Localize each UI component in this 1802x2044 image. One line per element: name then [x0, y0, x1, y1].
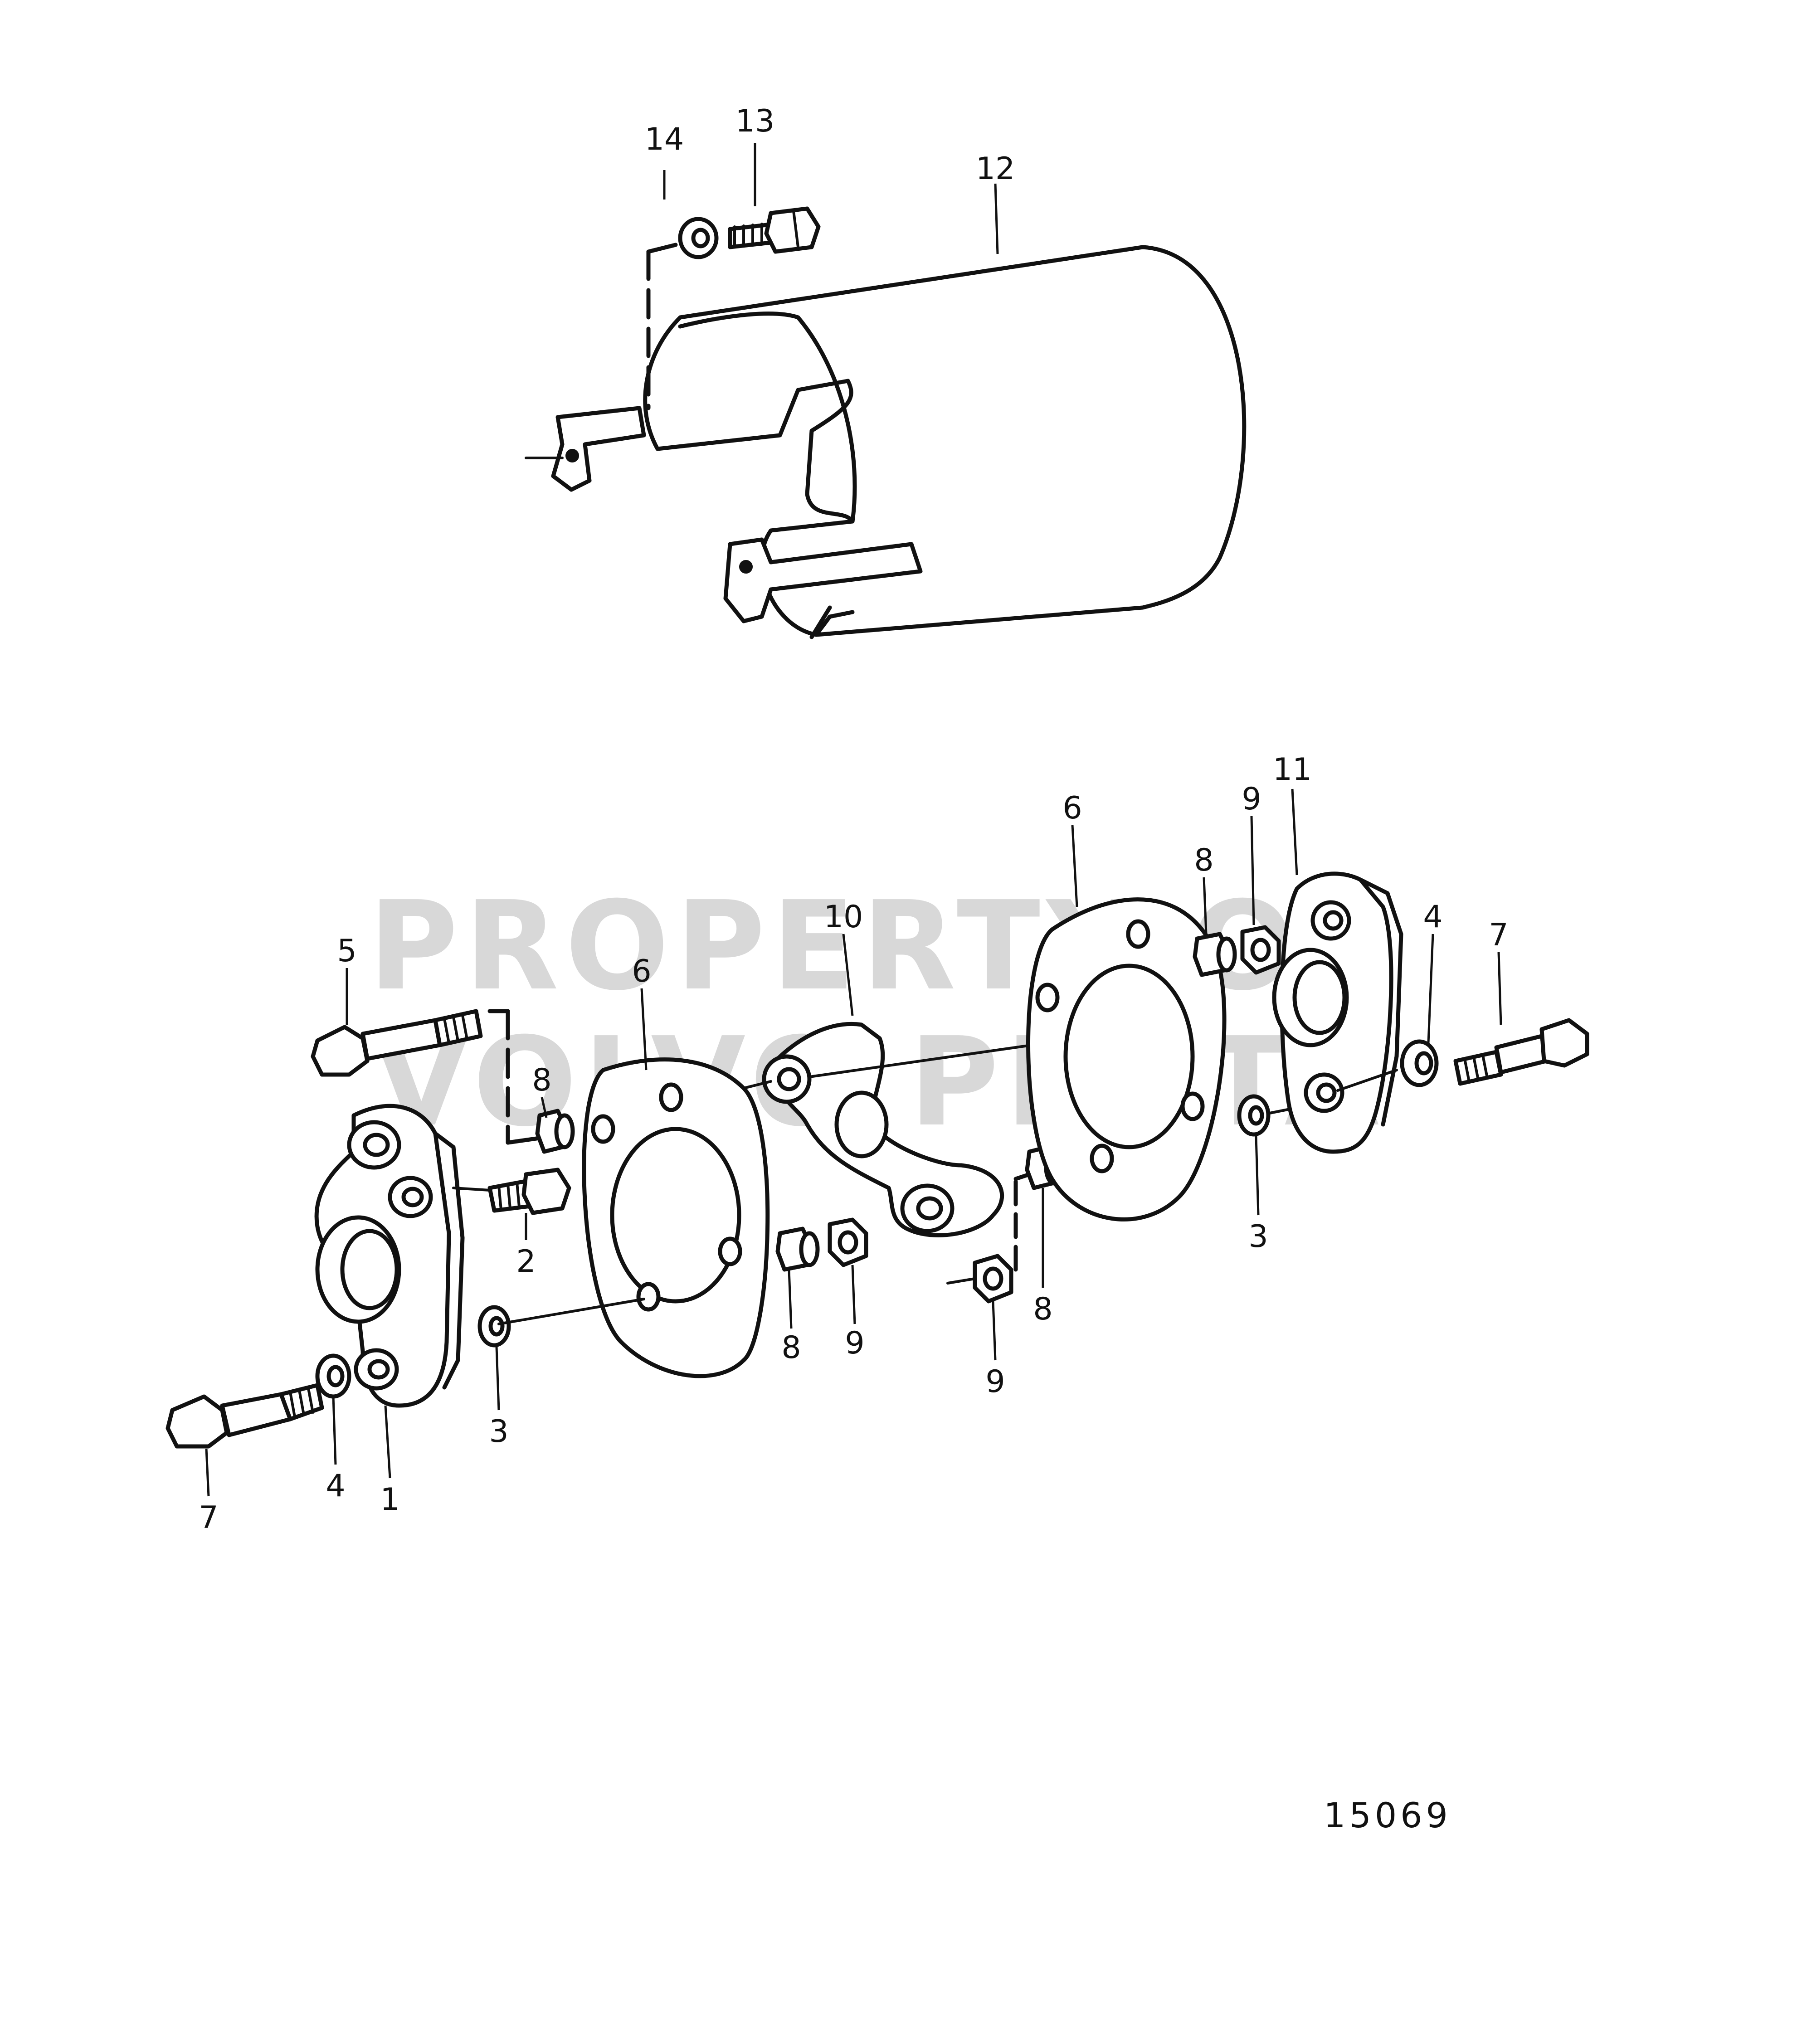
leader-7-right: [1497, 952, 1502, 1025]
bearing-housing-part-11: [1272, 871, 1403, 1154]
washer-part-4-right: [1400, 1039, 1439, 1087]
callout-2: 2: [516, 1244, 536, 1280]
callout-6-left: 6: [632, 954, 651, 989]
callout-11: 11: [1273, 752, 1312, 788]
callout-6-right: 6: [1062, 790, 1082, 826]
callout-8-left: 8: [532, 1062, 551, 1098]
drawing-number: 15069: [1324, 1795, 1451, 1835]
callout-12: 12: [976, 151, 1015, 187]
bushing-part-8-a: [535, 1109, 575, 1154]
callout-8-top: 8: [1194, 842, 1213, 878]
bushing-part-8-b: [775, 1226, 820, 1272]
nut-part-9-b: [946, 1172, 1032, 1304]
rocker-arm-part-10: [742, 1022, 1049, 1237]
screw-part-2: [487, 1168, 571, 1215]
callout-10: 10: [824, 899, 863, 935]
leader-12: [994, 183, 999, 254]
watermark-line-1: PROPERTY OF: [368, 875, 1391, 1017]
leader-10: [842, 934, 854, 1016]
leader-3-right: [1255, 1135, 1260, 1216]
callout-8-bottom-mid: 8: [781, 1330, 801, 1366]
bolt-part-5: [311, 1009, 542, 1145]
gasket-plate-part-6-right: [1026, 897, 1227, 1222]
leader-8-top: [1203, 877, 1208, 934]
leader-6-left: [640, 988, 648, 1071]
leader-1: [384, 1405, 391, 1479]
bushing-part-8-d: [1193, 932, 1237, 977]
callout-labels: 14 13 12 11 10 9 9 9 8 8 8 8 7 7 6 6 5 4…: [199, 103, 1508, 1536]
callout-3-right: 3: [1248, 1219, 1268, 1255]
leader-9-bottom-mid: [851, 1265, 856, 1324]
bolt-part-7-left: [166, 1383, 324, 1449]
leader-11: [1291, 788, 1298, 876]
nut-part-9-a: [828, 1217, 868, 1267]
callout-4-left: 4: [326, 1468, 345, 1504]
callout-1: 1: [380, 1482, 399, 1518]
callout-9-top: 9: [1242, 781, 1261, 817]
leader-lines: [205, 143, 1502, 1497]
callout-5: 5: [337, 933, 356, 969]
callout-14: 14: [645, 122, 684, 157]
bearing-housing-part-1: [314, 1104, 465, 1408]
callout-4-right: 4: [1423, 899, 1442, 935]
callout-3-left: 3: [489, 1414, 508, 1450]
gasket-plate-part-6-left: [452, 1057, 770, 1378]
bolt-part-7-right: [1453, 1018, 1589, 1086]
washer-part-3-left: [477, 1305, 511, 1348]
leader-6-right: [1071, 825, 1078, 907]
washer-part-4-left: [315, 1353, 351, 1399]
leader-8-bottom-mid: [788, 1269, 793, 1329]
lock-washer-part-14: [678, 217, 719, 259]
leader-3-left: [495, 1346, 500, 1411]
callout-9-bottom-mid: 9: [845, 1325, 864, 1361]
screw-part-13: [728, 206, 821, 254]
cover-shield-part-12: [525, 243, 1247, 639]
leader-9-bottom: [992, 1301, 997, 1361]
callout-7-left: 7: [199, 1500, 218, 1536]
leader-9-top: [1250, 816, 1255, 925]
callout-7-right: 7: [1489, 917, 1508, 953]
callout-13: 13: [735, 103, 775, 139]
leader-4-right: [1427, 934, 1434, 1043]
leader-4-left: [332, 1396, 337, 1465]
leader-8-left: [541, 1097, 548, 1118]
callout-9-bottom: 9: [985, 1364, 1005, 1400]
callout-8-right-lower: 8: [1033, 1291, 1052, 1327]
washer-part-3-right: [1237, 1094, 1316, 1137]
nut-part-9-c: [1240, 925, 1281, 975]
leader-7-left: [205, 1448, 210, 1497]
